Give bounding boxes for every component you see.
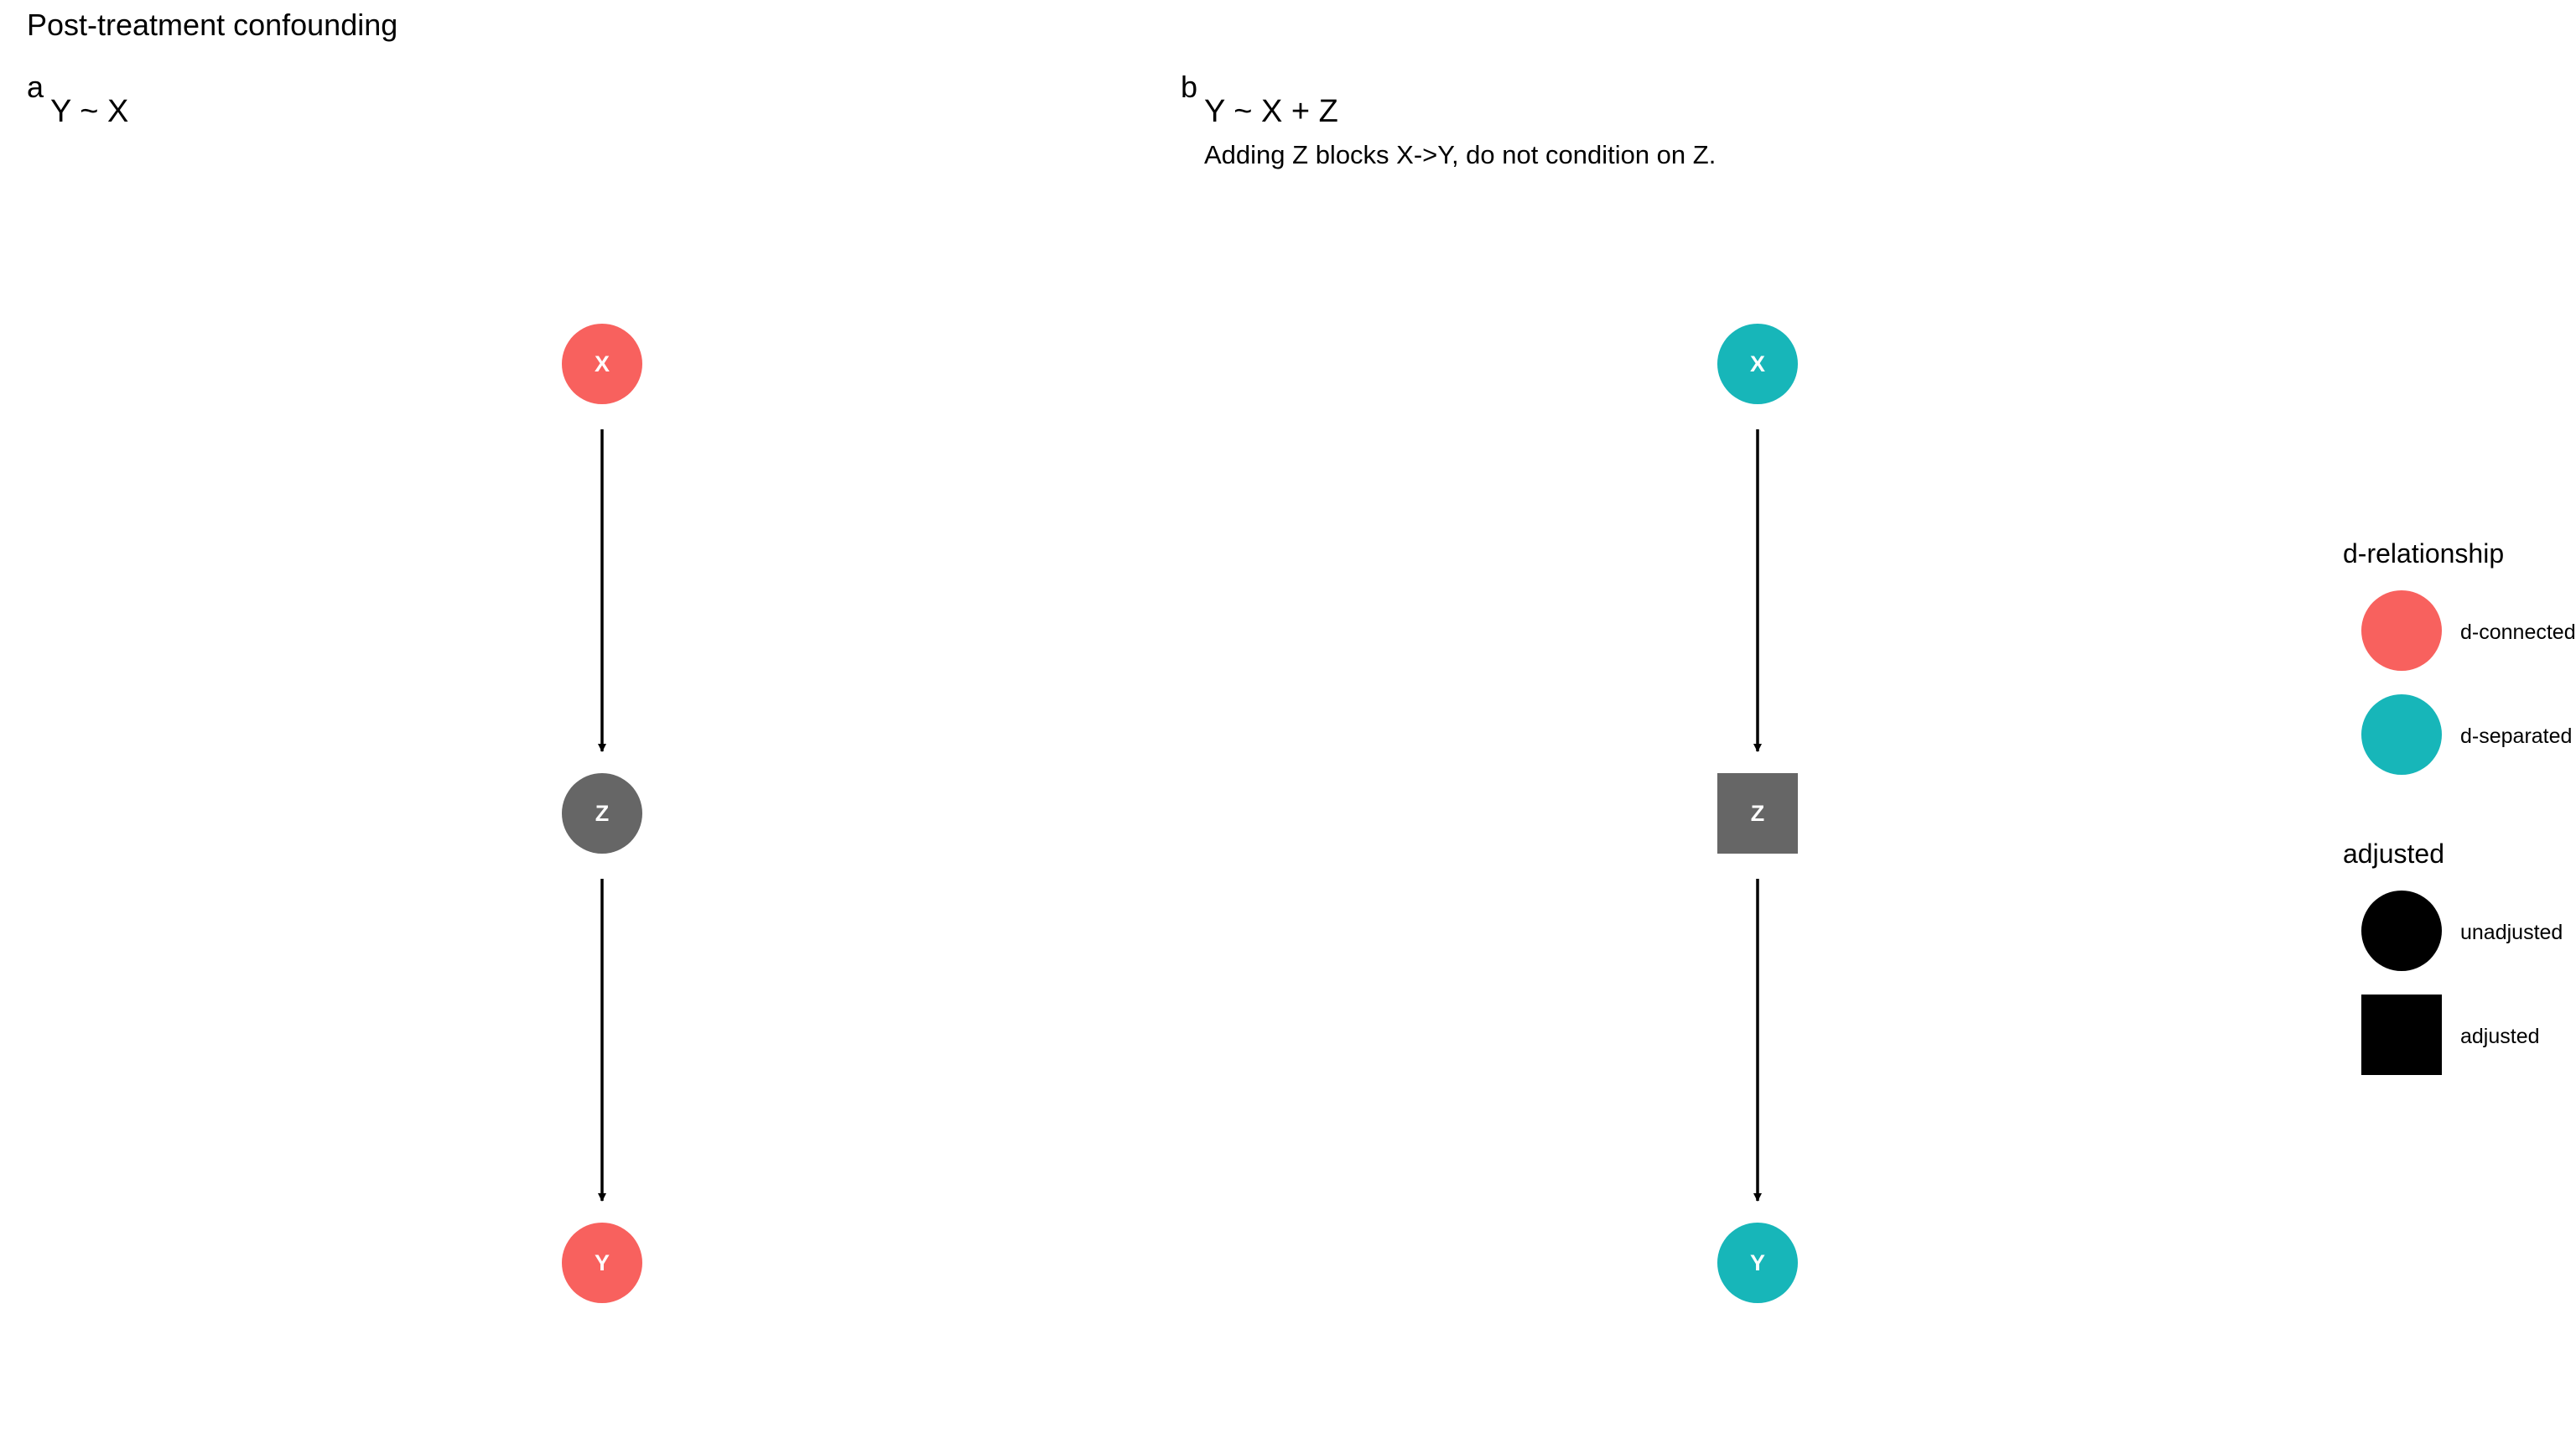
legend-title-d-relationship: d-relationship	[2343, 538, 2505, 569]
panel-a-tag: a	[27, 70, 44, 104]
panel-a-formula: Y ~ X	[50, 94, 129, 129]
legend-key-adjusted	[2361, 995, 2442, 1075]
node-z	[562, 773, 642, 854]
legend-key-d-connected	[2361, 590, 2442, 671]
legend-label-d-connected: d-connected	[2460, 621, 2576, 644]
node-x-label: X	[595, 351, 610, 377]
node-y-label: Y	[595, 1250, 610, 1275]
figure-title: Post-treatment confounding	[27, 8, 398, 42]
legend-label-unadjusted: unadjusted	[2460, 921, 2563, 944]
legend-label-adjusted: adjusted	[2460, 1025, 2540, 1048]
legend-label-d-separated: d-separated	[2460, 724, 2573, 748]
node-y	[1717, 1223, 1798, 1303]
legend-key-d-separated	[2361, 694, 2442, 775]
node-x	[562, 324, 642, 404]
node-z-label: Z	[1751, 801, 1765, 826]
panel-b-tag: b	[1181, 70, 1198, 104]
node-x	[1717, 324, 1798, 404]
legend-key-unadjusted	[2361, 891, 2442, 971]
node-z-label: Z	[595, 801, 610, 826]
node-x-label: X	[1750, 351, 1765, 377]
node-z	[1717, 773, 1798, 854]
legend-title-adjusted: adjusted	[2343, 839, 2444, 869]
node-y-label: Y	[1750, 1250, 1765, 1275]
panel-b-note: Adding Z blocks X->Y, do not condition o…	[1204, 140, 1716, 169]
node-y	[562, 1223, 642, 1303]
panel-b-formula: Y ~ X + Z	[1204, 94, 1338, 129]
